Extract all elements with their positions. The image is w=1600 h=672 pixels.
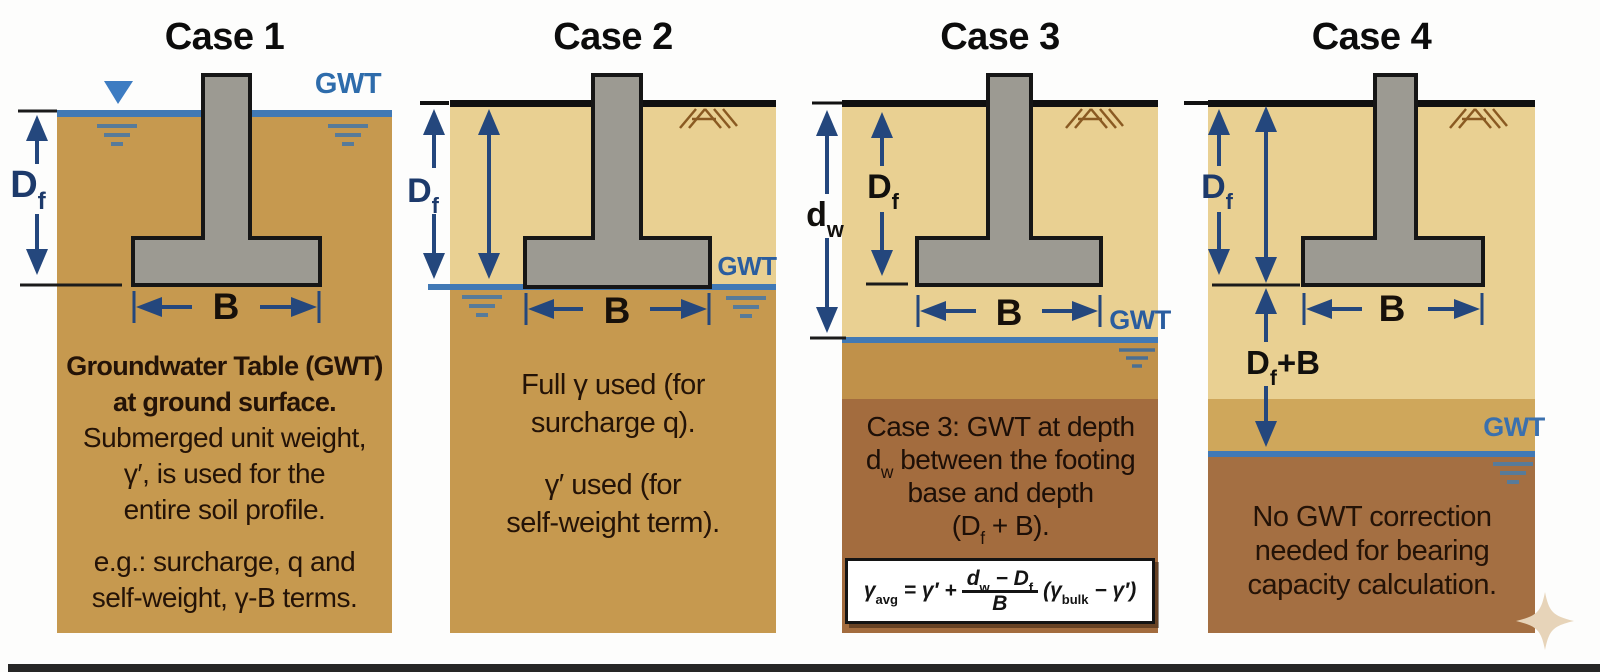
case2-soil-below-gwt [450,290,776,633]
case4-gwt-label: GWT [1483,412,1545,442]
case4-soil-deep [1208,457,1535,633]
formula-denominator: B [992,592,1008,615]
gwt-triangle-marker-icon [104,81,133,104]
formula-fraction: dw − Df B [961,567,1039,615]
case4-caption: No GWT correction needed for bearing cap… [1209,500,1535,602]
case3-gwt-label: GWT [1109,305,1171,335]
bottom-bar [8,664,1600,672]
formula-numerator: dw − Df [961,567,1039,594]
caption-line: Case 3: GWT at depth [866,411,1135,442]
case2-title: Case 2 [553,16,673,58]
case3-df-label: Df [867,168,899,215]
caption-line: at ground surface. [113,387,337,417]
caption-line: needed for bearing [1254,535,1490,567]
formula-lhs: γavg = γ′ + [863,579,957,608]
case4-ground-line [1208,100,1535,107]
caption-line: (Df + B). [951,510,1050,548]
caption-line: No GWT correction [1252,501,1492,533]
case3-title: Case 3 [940,16,1060,58]
caption-line: dw between the footing [865,444,1136,482]
case3-caption: Case 3: GWT at depth dw between the foot… [843,410,1158,548]
caption-line: Groundwater Table (GWT) [66,351,383,381]
case3-soil-mid [842,343,1158,399]
case4-df-label: Df [1201,168,1233,215]
case1-gwt-line [57,110,392,117]
case4-dfb-label: Df+B [1246,344,1320,390]
caption-line: Submerged unit weight, [82,422,367,453]
case1-b-label: B [212,286,240,327]
case4-gwt-line [1208,451,1535,457]
case3-dw-label: dw [806,196,844,243]
case3-formula-box: γavg = γ′ + dw − Df B (γbulk − γ′) [845,558,1155,624]
caption-line: base and depth [907,477,1094,508]
case2-gwt-label: GWT [717,251,777,281]
caption-line: e.g.: surcharge, q and [93,546,356,577]
case3-ground-line [842,100,1158,107]
case4-title: Case 4 [1311,16,1432,58]
caption-line: self-weight term). [506,507,720,539]
case4-b-label: B [1378,288,1406,329]
caption-line: Full γ used (for [521,369,705,401]
caption-line: surcharge q). [530,407,696,439]
case3-b-label: B [995,292,1023,333]
caption-line: entire soil profile. [123,494,326,525]
case2-df-label: Df [407,172,439,219]
case1-caption: Groundwater Table (GWT) at ground surfac… [57,348,392,616]
case1-gwt-label: GWT [314,68,382,100]
case1-df-label: Df [10,164,46,216]
case2-caption: Full γ used (for surcharge q). γ′ used (… [450,366,776,542]
case2-b-label: B [603,290,631,331]
caption-line: capacity calculation. [1247,569,1497,601]
case2-ground-line [450,100,776,107]
formula-rhs: (γbulk − γ′) [1043,579,1137,608]
case1-title: Case 1 [164,16,285,58]
caption-line: self-weight, γ-B terms. [91,582,358,613]
caption-line: γ′ used (for [544,469,682,501]
caption-line: γ′, is used for the [123,458,326,489]
case3-gwt-line [842,337,1158,343]
